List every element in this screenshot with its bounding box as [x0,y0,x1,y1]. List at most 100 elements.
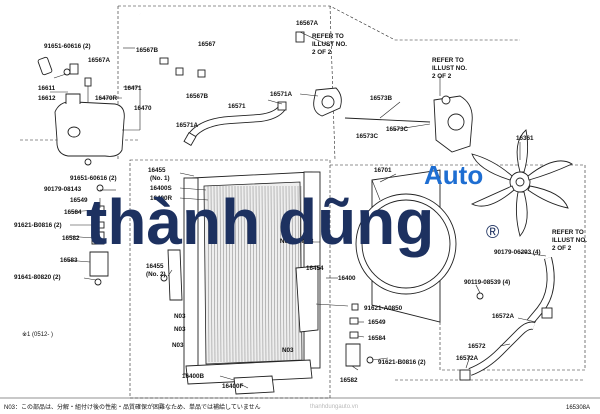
refer-note: REFER TO ILLUST NO. 2 OF 2 [312,33,347,56]
part-label: 91641-80820 (2) [14,274,61,281]
radiator-fin [231,185,234,363]
part-label: 16400S [150,185,172,192]
part-label: 16567A [88,57,111,64]
footnote: N03：この部品は、分解・組付け後の性能・品質確保が困難なため、単品では補給して… [4,403,261,411]
fan-shroud [355,169,457,323]
radiator-fin [252,185,255,363]
part-label: 16573C [386,126,409,133]
part-label: 16573C [356,133,379,140]
radiator-fin [264,185,267,363]
radiator-fin [237,185,240,363]
refer-note-line: ILLUST NO. [312,41,347,48]
part-label: 90179-06293 (4) [494,249,541,256]
part-label: 90119-08539 (4) [464,279,510,286]
part-label: 16361 [516,135,534,142]
refer-note-line: REFER TO [552,229,584,236]
radiator-fin [255,185,258,363]
radiator-fin [279,185,282,363]
part-label: 90179-08143 [44,186,82,193]
part-label: 16549 [70,197,88,204]
radiator-fin [222,185,225,363]
part-label: 16582 [62,235,80,242]
part-label: N03 [302,238,314,245]
part-label: 91651-60616 (2) [44,43,91,50]
part-label: 16582 [340,377,358,384]
refer-note: REFER TO ILLUST NO. 2 OF 2 [432,57,467,80]
part-label: 16455 [146,263,164,270]
part-label: N03 [174,326,186,333]
part-label: 16567B [136,47,159,54]
part-label: 16567B [186,93,209,100]
part-label: N03 [172,342,184,349]
water-pump-housing [344,95,473,153]
radiator-fin [294,185,297,363]
part-label: 16400F [222,383,244,390]
radiator-fin [291,185,294,363]
part-label: 16455 [148,167,166,174]
radiator-fin [273,185,276,363]
radiator-fin [216,185,219,363]
part-label: 16572A [456,355,479,362]
radiator-fin [258,185,261,363]
part-label: 16584 [368,335,386,342]
refer-note-line: 2 OF 2 [432,73,452,80]
watermark-auto: Auto [424,160,483,190]
refer-note-line: REFER TO [432,57,464,64]
part-label: N03 [280,238,292,245]
radiator-fin [240,185,243,363]
left-fasteners [89,184,374,367]
radiator-fin [225,185,228,363]
part-label: 16571 [228,103,246,110]
watermark: thành dũng Auto ® thanhdungauto.vn [86,160,499,410]
part-label: (No. 2) [146,271,166,278]
radiator-fin [207,185,210,363]
part-label: 16470R [95,95,118,102]
refer-note-line: 2 OF 2 [552,245,572,252]
radiator-fin [228,185,231,363]
part-label: 16571A [270,91,293,98]
leader-lines [50,31,547,389]
part-label: 16612 [38,95,56,102]
radiator-fin [246,185,249,363]
part-labels: 16567A 16567 16567B 16567A 16471 16470R … [14,20,541,390]
upper-hose [139,12,305,79]
side-bracket-right [295,265,319,333]
part-label: 16701 [374,167,392,174]
part-label: 91651-60616 (2) [70,175,117,182]
radiator-fin [249,185,252,363]
part-label: 91621-B0816 (2) [14,222,62,229]
radiator-fin [210,185,213,363]
part-label: 16470 [134,105,152,112]
refer-note-line: REFER TO [312,33,344,40]
refer-note-line: 2 OF 2 [312,49,332,56]
lower-hose [459,257,555,381]
radiator-fin [288,185,291,363]
part-label: 16573B [370,95,393,102]
part-label: 91621-B0816 (2) [378,359,426,366]
reservoir-tank [37,56,125,166]
part-label: 16567 [198,41,216,48]
part-label: 16471 [124,85,142,92]
water-outlet [313,87,342,117]
part-label: 16571A [176,122,199,129]
part-label: 16400B [182,373,205,380]
part-label: 16584 [64,209,82,216]
radiator-fin [261,185,264,363]
part-label: 16400 [338,275,356,282]
radiator-fin [234,185,237,363]
radiator-fin [243,185,246,363]
radiator-fin [270,185,273,363]
part-label: 16454 [306,265,324,272]
figure-id: 165308A [566,405,590,411]
radiator-fin [213,185,216,363]
part-label: 16400R [150,195,173,202]
radiator-fin [276,185,279,363]
part-label: 91621-A0850 [364,305,403,312]
watermark-site: thanhdungauto.vn [310,404,358,410]
part-label: (No. 1) [150,175,170,182]
part-label: 16583 [60,257,78,264]
part-label: N03 [174,313,186,320]
radiator-fin [285,185,288,363]
part-label: 16549 [368,319,386,326]
part-label: 16567A [296,20,319,27]
